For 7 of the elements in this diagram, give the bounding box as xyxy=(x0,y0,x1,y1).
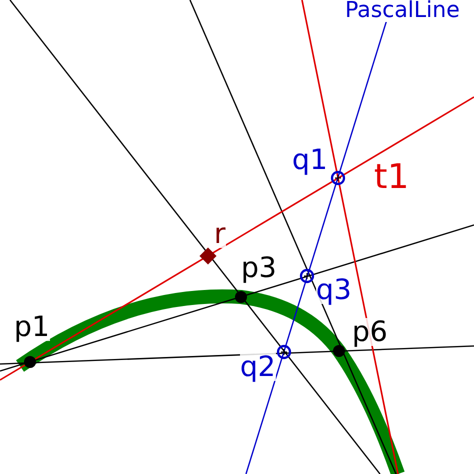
point-label: p1 xyxy=(14,313,50,341)
line-label: PascalLine xyxy=(345,0,460,22)
point-label: q3 xyxy=(316,276,352,304)
point-label: p3 xyxy=(241,254,277,282)
point-label: q1 xyxy=(292,146,328,174)
point-label: q2 xyxy=(240,353,276,381)
point-label: p6 xyxy=(352,318,388,346)
